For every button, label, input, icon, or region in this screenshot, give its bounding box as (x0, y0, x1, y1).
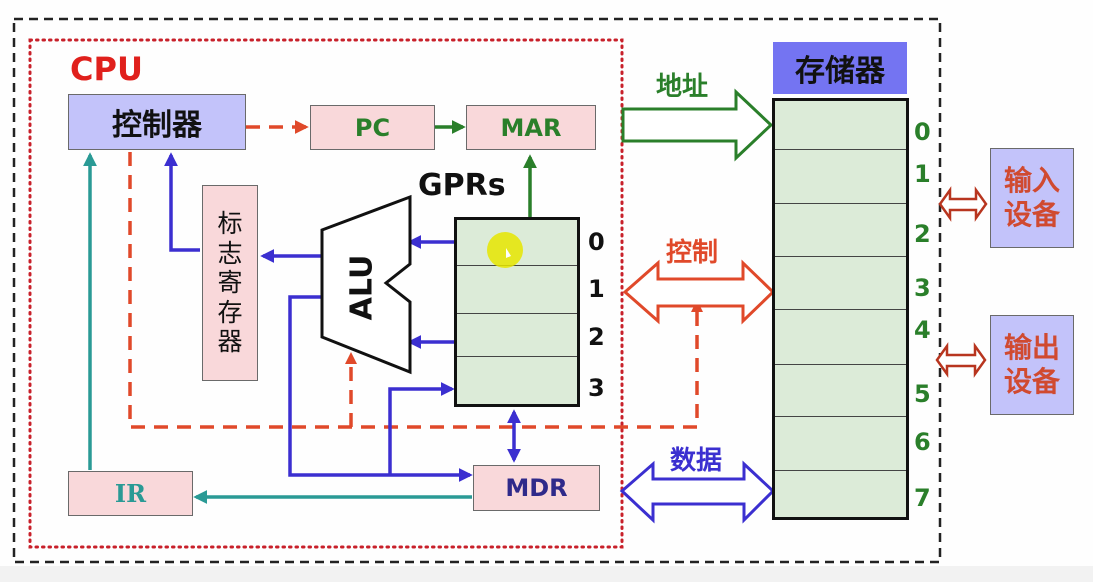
output-device-label: 设备 (1003, 365, 1060, 398)
memory-index: 1 (914, 160, 931, 188)
memory-cell-4[interactable] (775, 310, 906, 365)
input-device-box[interactable]: 输入 设备 (990, 148, 1074, 248)
ir-box[interactable]: IR (68, 471, 193, 516)
address-bus-label: 地址 (656, 72, 709, 102)
flag-register-box[interactable]: 标 志 寄 存 器 (202, 185, 258, 381)
memory-block (772, 98, 909, 520)
gprs-label: GPRs (418, 168, 506, 203)
memory-cell-3[interactable] (775, 257, 906, 310)
input-device-arrow (938, 186, 988, 222)
control-signal-line (128, 152, 699, 429)
gpr-cell-3[interactable] (457, 357, 577, 404)
gpr-index: 0 (588, 228, 605, 256)
gpr-cell-2[interactable] (457, 314, 577, 357)
flag-to-controller-arrow (164, 152, 200, 252)
flag-register-char: 志 (217, 238, 243, 268)
output-device-arrow (935, 342, 987, 378)
memory-cell-6[interactable] (775, 417, 906, 471)
memory-cell-2[interactable] (775, 204, 906, 257)
bus-to-gpr3-arrow (388, 382, 455, 475)
controller-label: 控制器 (112, 108, 202, 143)
pc-label: PC (354, 113, 391, 142)
mdr-label: MDR (505, 474, 568, 502)
flag-register-char: 标 (217, 209, 243, 239)
mdr-box[interactable]: MDR (473, 465, 600, 511)
input-device-label: 输入 (1003, 164, 1060, 198)
flag-register-char: 寄 (217, 268, 243, 298)
alu-shape (320, 194, 412, 375)
output-device-box[interactable]: 输出 设备 (990, 315, 1074, 415)
alu-label: ALU (344, 254, 380, 321)
gpr-index: 3 (588, 374, 605, 402)
cursor-highlight (487, 232, 523, 268)
ir-label: IR (114, 479, 147, 508)
address-bus-arrow (621, 88, 774, 162)
alu-to-mdr-arrow (288, 295, 473, 482)
data-bus-label: 数据 (670, 446, 723, 476)
gprs-block (454, 217, 580, 407)
gpr-index: 2 (588, 323, 605, 351)
memory-index: 0 (914, 118, 931, 146)
flag-register-char: 器 (217, 327, 243, 357)
gpr-index: 1 (588, 275, 605, 303)
gpr-cell-1[interactable] (457, 266, 577, 314)
cpu-label: CPU (70, 50, 143, 88)
flag-register-char: 存 (217, 297, 243, 327)
mar-label: MAR (500, 113, 562, 142)
memory-cell-0[interactable] (775, 101, 906, 150)
input-device-label: 设备 (1003, 198, 1060, 231)
control-to-alu-arrowhead (345, 352, 357, 364)
pc-box[interactable]: PC (310, 105, 435, 150)
memory-cell-5[interactable] (775, 365, 906, 417)
memory-index: 4 (914, 316, 931, 344)
gpr-cell-0[interactable] (457, 220, 577, 268)
bottom-strip (0, 566, 1093, 582)
memory-title-label: 存储器 (795, 54, 885, 89)
memory-index: 5 (914, 380, 931, 408)
memory-index: 3 (914, 274, 931, 302)
control-bus-arrow (622, 259, 776, 325)
memory-cell-7[interactable] (775, 471, 906, 517)
mouse-cursor-icon (506, 248, 511, 258)
mar-box[interactable]: MAR (466, 105, 596, 150)
memory-index: 2 (914, 220, 931, 248)
output-device-label: 输出 (1003, 331, 1060, 365)
memory-cell-1[interactable] (775, 150, 906, 204)
controller-box[interactable]: 控制器 (68, 94, 246, 150)
control-bus-label: 控制 (666, 238, 719, 268)
memory-title: 存储器 (773, 42, 907, 94)
memory-index: 7 (914, 484, 931, 512)
memory-index: 6 (914, 428, 931, 456)
cpu-boundary (28, 38, 624, 549)
